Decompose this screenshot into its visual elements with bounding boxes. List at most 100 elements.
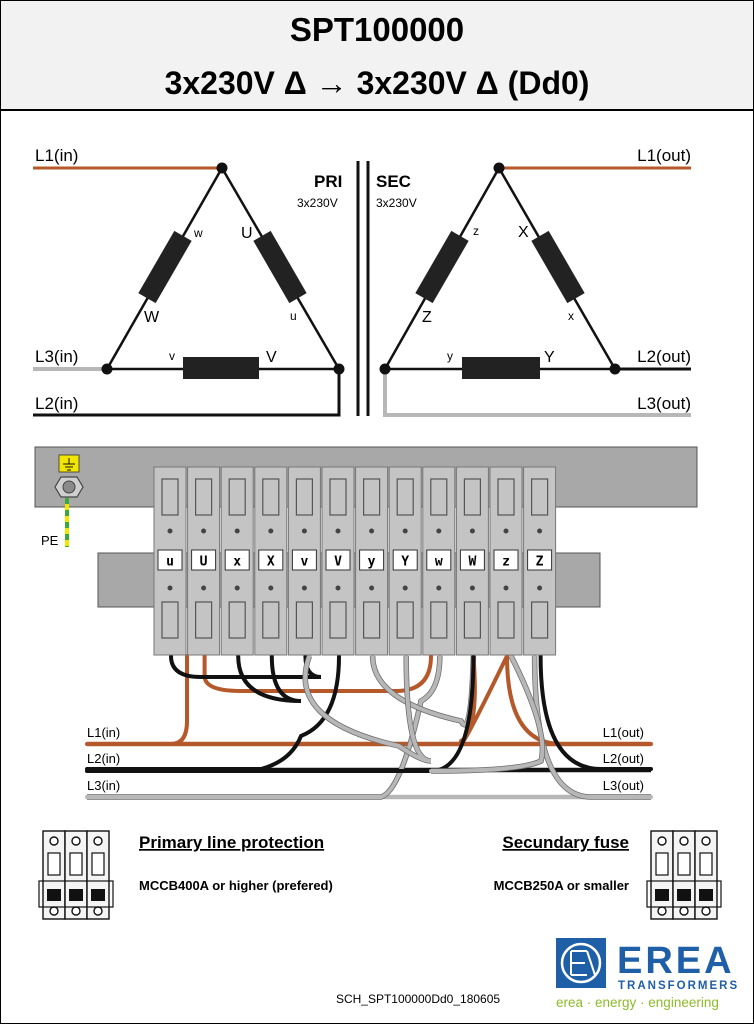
terminal-test-point-bottom bbox=[301, 585, 307, 591]
pri-label: PRI bbox=[314, 172, 342, 191]
terminal-screw-slot-top bbox=[497, 478, 515, 516]
winding-label-U: U bbox=[241, 225, 253, 242]
terminal-screw-slot-bottom bbox=[530, 601, 549, 639]
terminal-screw-slot-bottom bbox=[195, 601, 213, 639]
wire-W-z bbox=[458, 654, 509, 747]
l3-out-label: L3(out) bbox=[637, 394, 691, 413]
terminal-label: x bbox=[233, 555, 241, 570]
wire-u-v bbox=[169, 654, 322, 679]
winding-label-Z: Z bbox=[422, 309, 432, 326]
terminal-screw-slot-top bbox=[329, 478, 347, 516]
winding-v bbox=[183, 357, 259, 379]
l1-out-label: L1(out) bbox=[637, 146, 691, 165]
logo-name: EREA bbox=[617, 940, 735, 982]
terminal-Z: Z bbox=[523, 466, 557, 656]
node-left-sec bbox=[379, 363, 391, 375]
terminal-label: W bbox=[468, 555, 476, 570]
terminal-screw-slot-top bbox=[228, 478, 246, 516]
wire-Z-l2-out bbox=[538, 654, 653, 771]
sec-label: SEC bbox=[376, 172, 411, 191]
terminal-screw-slot-bottom bbox=[497, 601, 515, 639]
breaker-screw-top bbox=[93, 836, 103, 846]
terminal-label: v bbox=[300, 555, 308, 570]
bus-l2-out-label: L2(out) bbox=[603, 751, 644, 766]
bus-l3-out-label: L3(out) bbox=[603, 778, 644, 793]
l3-in-label: L3(in) bbox=[35, 347, 78, 366]
l2-out-label: L2(out) bbox=[637, 347, 691, 366]
terminal-test-point-top bbox=[201, 528, 207, 534]
terminal-label-box bbox=[359, 549, 385, 571]
terminal-U: U bbox=[187, 466, 221, 656]
terminal-label: y bbox=[368, 555, 376, 570]
secondary-protection-title: Secundary fuse bbox=[502, 833, 629, 852]
logo-ring-icon bbox=[560, 942, 602, 984]
wire-Z-l3-out bbox=[532, 654, 653, 799]
terminal-test-point-top bbox=[469, 528, 475, 534]
terminal-test-point-top bbox=[436, 528, 442, 534]
breaker-toggle bbox=[655, 889, 669, 901]
l2-in-wire bbox=[33, 369, 341, 417]
breaker-screw-bottom bbox=[49, 906, 59, 916]
terminal-label-box bbox=[191, 549, 217, 571]
breaker-screw-bottom bbox=[93, 906, 103, 916]
terminal-screw-slot-bottom bbox=[363, 601, 381, 639]
breaker-window bbox=[91, 852, 105, 876]
terminal-screw-slot-top bbox=[363, 478, 381, 516]
wire-l2-in-V bbox=[85, 654, 341, 771]
terminal-y: y bbox=[355, 466, 389, 656]
winding-label-y: y bbox=[447, 349, 453, 363]
terminal-label-box bbox=[224, 549, 250, 571]
terminal-test-point-top bbox=[234, 528, 240, 534]
terminal-test-point-top bbox=[167, 528, 173, 534]
winding-x bbox=[531, 230, 585, 304]
terminal-label: Y bbox=[401, 555, 409, 570]
breaker-toggle bbox=[677, 889, 691, 901]
terminal-test-point-bottom bbox=[369, 585, 375, 591]
terminal-test-point-bottom bbox=[469, 585, 475, 591]
terminal-label: w bbox=[435, 555, 443, 570]
l1-in-label: L1(in) bbox=[35, 146, 78, 165]
secondary-protection-text: MCCB250A or smaller bbox=[494, 878, 629, 893]
breaker-screw-bottom bbox=[657, 906, 667, 916]
pe-label: PE bbox=[41, 533, 59, 548]
winding-u bbox=[253, 230, 307, 304]
winding-label-z: z bbox=[473, 224, 479, 238]
winding-label-X: X bbox=[518, 224, 529, 241]
node-left bbox=[101, 363, 113, 375]
terminal-label: u bbox=[166, 555, 174, 570]
terminal-screw-slot-bottom bbox=[396, 601, 414, 639]
terminal-test-point-top bbox=[369, 528, 375, 534]
wire-l1-in-U bbox=[85, 654, 189, 746]
breaker-window bbox=[677, 852, 691, 876]
terminal-screw-slot-bottom bbox=[463, 601, 481, 639]
terminal-test-point-bottom bbox=[234, 585, 240, 591]
terminal-test-point-top bbox=[402, 528, 408, 534]
terminal-screw-slot-top bbox=[161, 478, 179, 516]
wire-bus-l3-return bbox=[429, 654, 545, 773]
breaker-screw-bottom bbox=[701, 906, 711, 916]
terminal-test-point-bottom bbox=[201, 585, 207, 591]
terminal-label-box bbox=[459, 549, 485, 571]
terminal-screw-slot-bottom bbox=[262, 601, 280, 639]
breaker-window bbox=[69, 852, 83, 876]
terminal-screw-slot-top bbox=[262, 478, 280, 516]
breaker-icon-primary bbox=[38, 830, 114, 920]
terminal-screw-slot-top bbox=[463, 478, 481, 516]
breaker-toggle bbox=[699, 889, 713, 901]
terminal-screw-slot-bottom bbox=[161, 601, 179, 639]
logo-letters-icon bbox=[570, 950, 596, 976]
terminal-screw-slot-bottom bbox=[228, 601, 246, 639]
terminal-W: W bbox=[455, 466, 489, 656]
breaker-handle-bar bbox=[38, 880, 114, 908]
terminal-screw-slot-bottom bbox=[329, 601, 347, 639]
terminal-label-box bbox=[291, 549, 317, 571]
sec-voltage: 3x230V bbox=[376, 196, 417, 210]
terminal-label-box bbox=[325, 549, 351, 571]
page-subtitle: 3x230V Δ → 3x230V Δ (Dd0) bbox=[164, 65, 590, 101]
breaker-screw-bottom bbox=[679, 906, 689, 916]
breaker-window bbox=[699, 852, 713, 876]
bus-l2-in-label: L2(in) bbox=[87, 751, 120, 766]
node-right bbox=[333, 363, 345, 375]
